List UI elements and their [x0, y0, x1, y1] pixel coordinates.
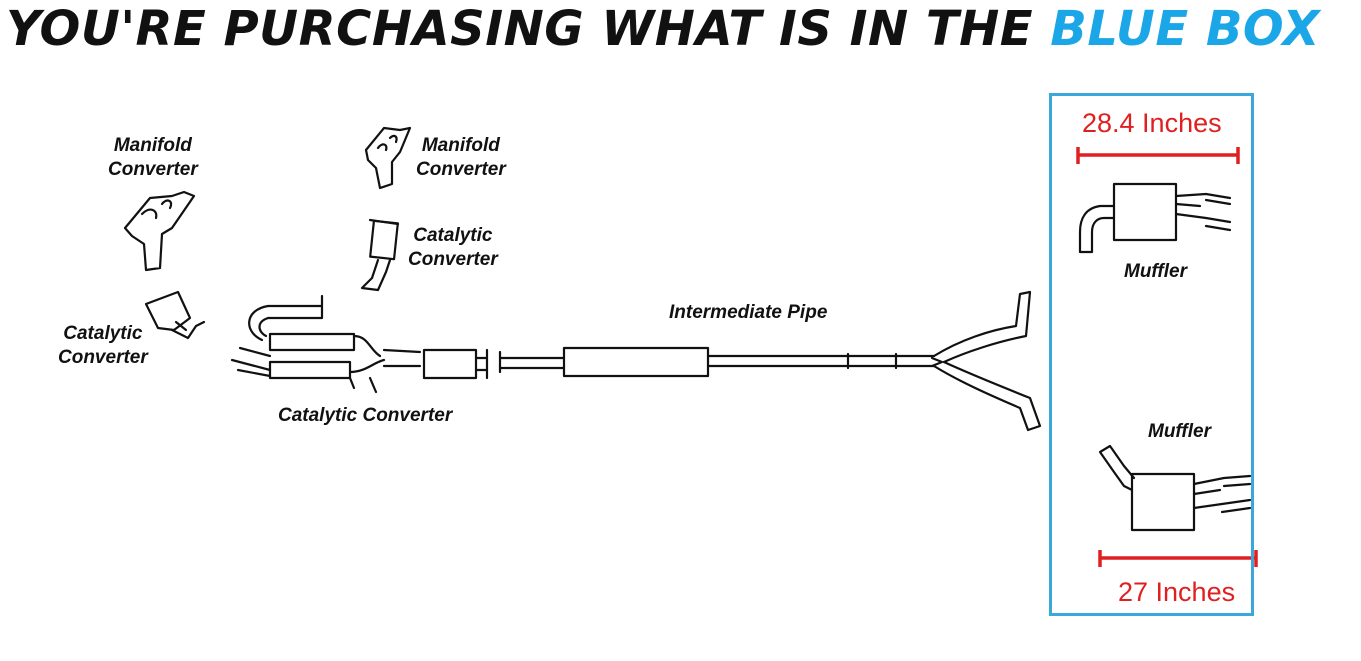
label-catalytic-mid-line1: Catalytic	[413, 225, 493, 246]
catalytic-converter-mid-drawing	[360, 218, 400, 292]
label-muffler-bottom: Muffler	[1148, 421, 1211, 442]
label-muffler-top: Muffler	[1124, 261, 1187, 282]
label-manifold-mid-line1: Manifold	[421, 135, 500, 156]
manifold-converter-left-drawing	[123, 190, 196, 272]
label-catalytic-converter-bottom: Catalytic Converter	[278, 405, 453, 426]
dimension-bottom	[1098, 550, 1258, 567]
y-pipe-drawing	[230, 294, 489, 394]
manifold-converter-mid-drawing	[364, 126, 412, 190]
label-manifold-left-line1: Manifold	[113, 135, 192, 156]
headline: YOU'RE PURCHASING WHAT IS IN THE BLUE BO…	[6, 2, 1320, 56]
measurement-bottom: 27 Inches	[1118, 577, 1236, 607]
muffler-bottom-drawing	[1098, 444, 1252, 532]
catalytic-converter-left-drawing	[144, 290, 206, 340]
headline-accent: BLUE BOX	[1050, 1, 1321, 57]
measurement-top: 28.4 Inches	[1082, 108, 1222, 138]
label-catalytic-converter-mid: Catalytic Converter	[408, 224, 498, 272]
label-catalytic-left-line2: Converter	[58, 347, 148, 368]
label-manifold-left-line2: Converter	[108, 159, 198, 180]
headline-main: YOU'RE PURCHASING WHAT IS IN THE	[6, 1, 1034, 57]
label-manifold-mid-line2: Converter	[416, 159, 506, 180]
label-intermediate-pipe: Intermediate Pipe	[669, 302, 828, 323]
dimension-top	[1076, 147, 1240, 164]
label-catalytic-left-line1: Catalytic	[63, 323, 143, 344]
blue-box	[1049, 93, 1254, 616]
intermediate-pipe-drawing	[498, 290, 1042, 432]
label-catalytic-mid-line2: Converter	[408, 249, 498, 270]
label-manifold-converter-mid: Manifold Converter	[416, 134, 506, 182]
label-manifold-converter-left: Manifold Converter	[108, 134, 198, 182]
label-catalytic-converter-left: Catalytic Converter	[58, 322, 148, 370]
muffler-top-drawing	[1078, 182, 1232, 254]
